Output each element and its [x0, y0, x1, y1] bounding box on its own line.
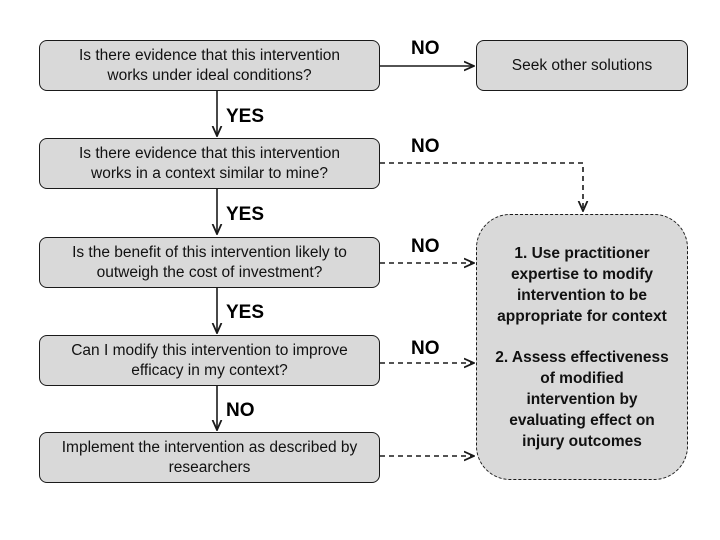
- modify-intervention-box: 1. Use practitioner expertise to modify …: [476, 214, 688, 480]
- arrow-q2-to-modify: [380, 162, 583, 211]
- step-1-line-1: 1. Use practitioner: [514, 244, 650, 262]
- step-1-line-2: expertise to modify: [510, 265, 654, 283]
- implement-box: Implement the intervention as described …: [39, 432, 380, 483]
- label-no-2: NO: [411, 136, 440, 157]
- question-4-line-2: efficacy in my context?: [131, 361, 288, 379]
- question-box-3: Is the benefit of this intervention like…: [39, 237, 380, 288]
- question-3-line-1: Is the benefit of this intervention like…: [72, 243, 347, 261]
- question-box-2: Is there evidence that this intervention…: [39, 138, 380, 189]
- step-1-line-3: intervention to be: [516, 286, 648, 304]
- label-no-4: NO: [411, 338, 440, 359]
- seek-other-solutions-text: Seek other solutions: [511, 56, 653, 74]
- step-2-line-5: injury outcomes: [522, 432, 642, 450]
- step-1-line-4: appropriate for context: [497, 307, 667, 325]
- seek-other-solutions-box: Seek other solutions: [476, 40, 688, 91]
- question-1-line-1: Is there evidence that this intervention: [78, 46, 341, 64]
- label-yes-2: YES: [226, 204, 265, 225]
- step-2-line-2: of modified: [540, 369, 624, 387]
- label-no-1: NO: [411, 38, 440, 59]
- question-1-line-2: works under ideal conditions?: [107, 66, 312, 84]
- implement-line-1: Implement the intervention as described …: [61, 438, 358, 456]
- label-yes-3: YES: [226, 302, 265, 323]
- question-box-1: Is there evidence that this intervention…: [39, 40, 380, 91]
- question-2-line-1: Is there evidence that this intervention: [78, 144, 341, 162]
- label-no-down: NO: [226, 400, 255, 421]
- label-yes-1: YES: [226, 106, 265, 127]
- question-4-line-1: Can I modify this intervention to improv…: [71, 341, 348, 359]
- question-3-line-2: outweigh the cost of investment?: [96, 263, 323, 281]
- step-2-line-3: intervention by: [526, 390, 638, 408]
- step-2-line-1: 2. Assess effectiveness: [495, 348, 669, 366]
- label-no-3: NO: [411, 236, 440, 257]
- step-2-line-4: evaluating effect on: [509, 411, 655, 429]
- question-box-4: Can I modify this intervention to improv…: [39, 335, 380, 386]
- implement-line-2: researchers: [168, 458, 251, 476]
- question-2-line-2: works in a context similar to mine?: [91, 164, 328, 182]
